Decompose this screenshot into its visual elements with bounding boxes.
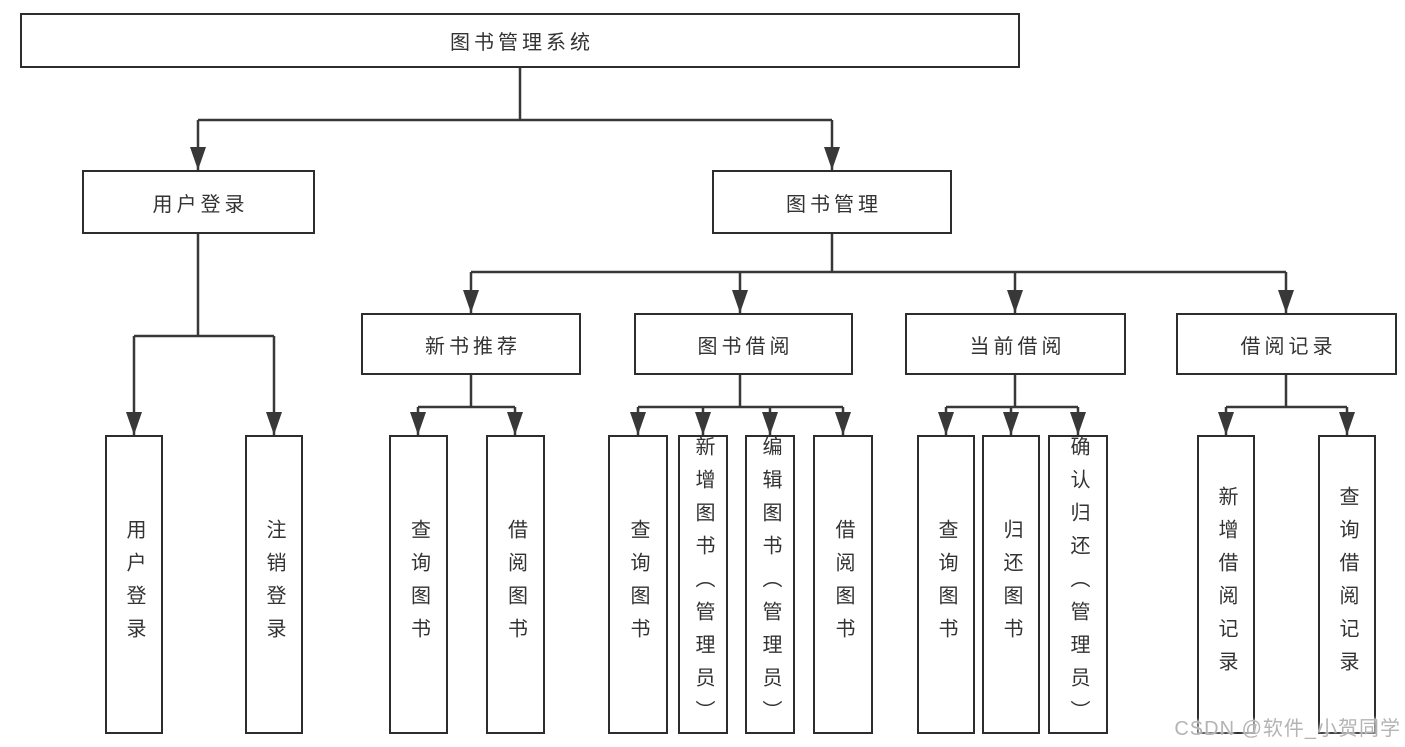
leaf-borrow-books-2-label: 借阅图书 [832,518,854,651]
arrowhead-icon [835,412,851,435]
leaf-add-books-admin: 新增图书（管理员） [678,435,728,734]
node-new-book-recommend-label: 新书推荐 [425,335,521,358]
node-user-login-label: 用户登录 [152,193,249,216]
arrowhead-icon [1007,290,1023,313]
arrowhead-icon [824,147,840,170]
arrowhead-icon [1218,412,1234,435]
arrowhead-icon [630,412,646,435]
leaf-query-books-3-label: 查询图书 [935,518,957,651]
leaf-user-login-label: 用户登录 [123,518,145,651]
node-current-borrow-label: 当前借阅 [969,335,1066,358]
node-root: 图书管理系统 [20,13,1020,68]
node-user-login: 用户登录 [82,170,315,234]
arrowhead-icon [190,147,206,170]
leaf-edit-books-admin-label: 编辑图书（管理员） [759,436,781,733]
leaf-return-books-label: 归还图书 [1000,518,1022,651]
arrowhead-icon [410,412,426,435]
arrowhead-icon [1278,290,1294,313]
arrowhead-icon [1003,412,1019,435]
node-current-borrow: 当前借阅 [905,313,1126,375]
node-root-label: 图书管理系统 [450,32,594,54]
leaf-edit-books-admin: 编辑图书（管理员） [745,435,795,734]
arrowhead-icon [266,412,282,435]
leaf-add-borrow-record: 新增借阅记录 [1197,435,1255,734]
node-book-borrow: 图书借阅 [634,313,853,375]
leaf-query-books-3: 查询图书 [917,435,975,734]
arrowhead-icon [1070,412,1086,435]
arrowhead-icon [507,412,523,435]
node-borrow-records: 借阅记录 [1176,313,1397,375]
node-new-book-recommend: 新书推荐 [361,313,581,375]
node-book-management-label: 图书管理 [786,193,882,216]
leaf-query-books-2: 查询图书 [608,435,668,734]
leaf-query-books-1: 查询图书 [389,435,448,734]
leaf-user-login: 用户登录 [105,435,163,734]
node-book-borrow-label: 图书借阅 [697,335,794,358]
node-borrow-records-label: 借阅记录 [1240,335,1337,358]
arrowhead-icon [126,412,142,435]
leaf-query-books-2-label: 查询图书 [627,518,649,651]
leaf-borrow-books-1: 借阅图书 [486,435,545,734]
arrowhead-icon [1339,412,1355,435]
csdn-watermark: CSDN @软件_小贺同学 [1174,718,1401,740]
leaf-confirm-return-admin: 确认归还（管理员） [1048,435,1108,734]
leaf-borrow-books-1-label: 借阅图书 [504,518,527,651]
leaf-logout-label: 注销登录 [263,518,285,651]
leaf-return-books: 归还图书 [982,435,1040,734]
leaf-confirm-return-admin-label: 确认归还（管理员） [1067,436,1089,733]
arrowhead-icon [732,290,748,313]
leaf-query-borrow-record: 查询借阅记录 [1318,435,1376,734]
arrowhead-icon [695,412,711,435]
leaf-query-books-1-label: 查询图书 [407,518,430,651]
leaf-logout: 注销登录 [245,435,303,734]
leaf-query-borrow-record-label: 查询借阅记录 [1336,485,1358,684]
node-book-management: 图书管理 [712,170,952,234]
arrowhead-icon [463,290,479,313]
leaf-add-borrow-record-label: 新增借阅记录 [1215,485,1237,684]
leaf-borrow-books-2: 借阅图书 [813,435,873,734]
leaf-add-books-admin-label: 新增图书（管理员） [692,436,714,733]
arrowhead-icon [762,412,778,435]
arrowhead-icon [938,412,954,435]
